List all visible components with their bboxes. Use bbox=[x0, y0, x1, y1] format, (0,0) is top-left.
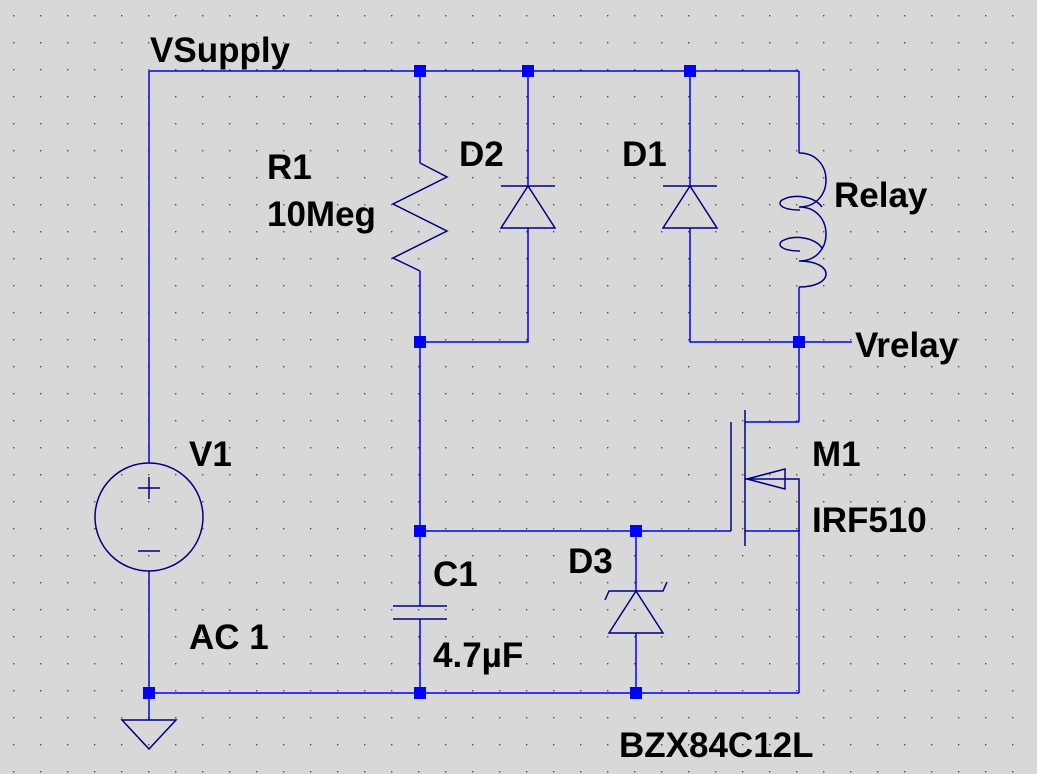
capacitor-ref-label: C1 bbox=[433, 555, 478, 594]
mosfet-ref-label: M1 bbox=[812, 435, 861, 474]
zener-d3-triangle bbox=[607, 589, 665, 634]
diode-d1-ref-label: D1 bbox=[622, 135, 667, 174]
mosfet-m1[interactable] bbox=[730, 410, 800, 546]
zener-ref-label: D3 bbox=[568, 542, 613, 581]
junction bbox=[414, 65, 426, 77]
junctions bbox=[143, 65, 805, 699]
junction bbox=[143, 687, 155, 699]
capacitor-value-label: 4.7µF bbox=[433, 636, 523, 675]
diode-d1[interactable] bbox=[661, 184, 719, 229]
wire-d2-bottom[interactable] bbox=[420, 228, 529, 343]
coil-loop-upper bbox=[779, 195, 823, 211]
resistor-value-label: 10Meg bbox=[267, 195, 376, 234]
mosfet-arrow-icon bbox=[744, 468, 786, 490]
wire-d1-bottom[interactable] bbox=[689, 228, 799, 343]
voltage-source-v1[interactable] bbox=[94, 462, 204, 572]
junction bbox=[414, 687, 426, 699]
source-ref-label: V1 bbox=[189, 435, 232, 474]
capacitor-c1[interactable] bbox=[393, 605, 447, 620]
source-body bbox=[94, 462, 204, 572]
net-label-vsupply: VSupply bbox=[150, 31, 291, 70]
resistor-r1[interactable] bbox=[391, 162, 449, 272]
zener-d3[interactable] bbox=[604, 581, 668, 634]
junction bbox=[414, 525, 426, 537]
coil-winding bbox=[798, 152, 827, 288]
coil-loop-lower bbox=[779, 236, 823, 252]
net-label-vrelay: Vrelay bbox=[855, 326, 959, 365]
diode-d2-ref-label: D2 bbox=[459, 135, 504, 174]
diode-d2[interactable] bbox=[499, 184, 557, 229]
source-value-label: AC 1 bbox=[189, 618, 269, 657]
junction bbox=[684, 65, 696, 77]
junction bbox=[630, 525, 642, 537]
diode-d1-triangle bbox=[661, 184, 719, 229]
labels: VSupply Vrelay V1 AC 1 R1 10Meg D2 D1 Re… bbox=[150, 31, 959, 765]
coil-ref-label: Relay bbox=[834, 176, 928, 215]
junction bbox=[793, 336, 805, 348]
junction bbox=[522, 65, 534, 77]
ground-icon bbox=[120, 719, 178, 751]
plus-sign-icon bbox=[138, 477, 160, 499]
junction bbox=[414, 336, 426, 348]
mosfet-body-link bbox=[745, 478, 800, 531]
junction bbox=[630, 687, 642, 699]
resistor-ref-label: R1 bbox=[267, 148, 312, 187]
mosfet-value-label: IRF510 bbox=[812, 501, 927, 540]
diode-d2-triangle bbox=[499, 184, 557, 229]
relay-coil[interactable] bbox=[779, 152, 827, 288]
zener-value-label: BZX84C12L bbox=[619, 726, 814, 765]
